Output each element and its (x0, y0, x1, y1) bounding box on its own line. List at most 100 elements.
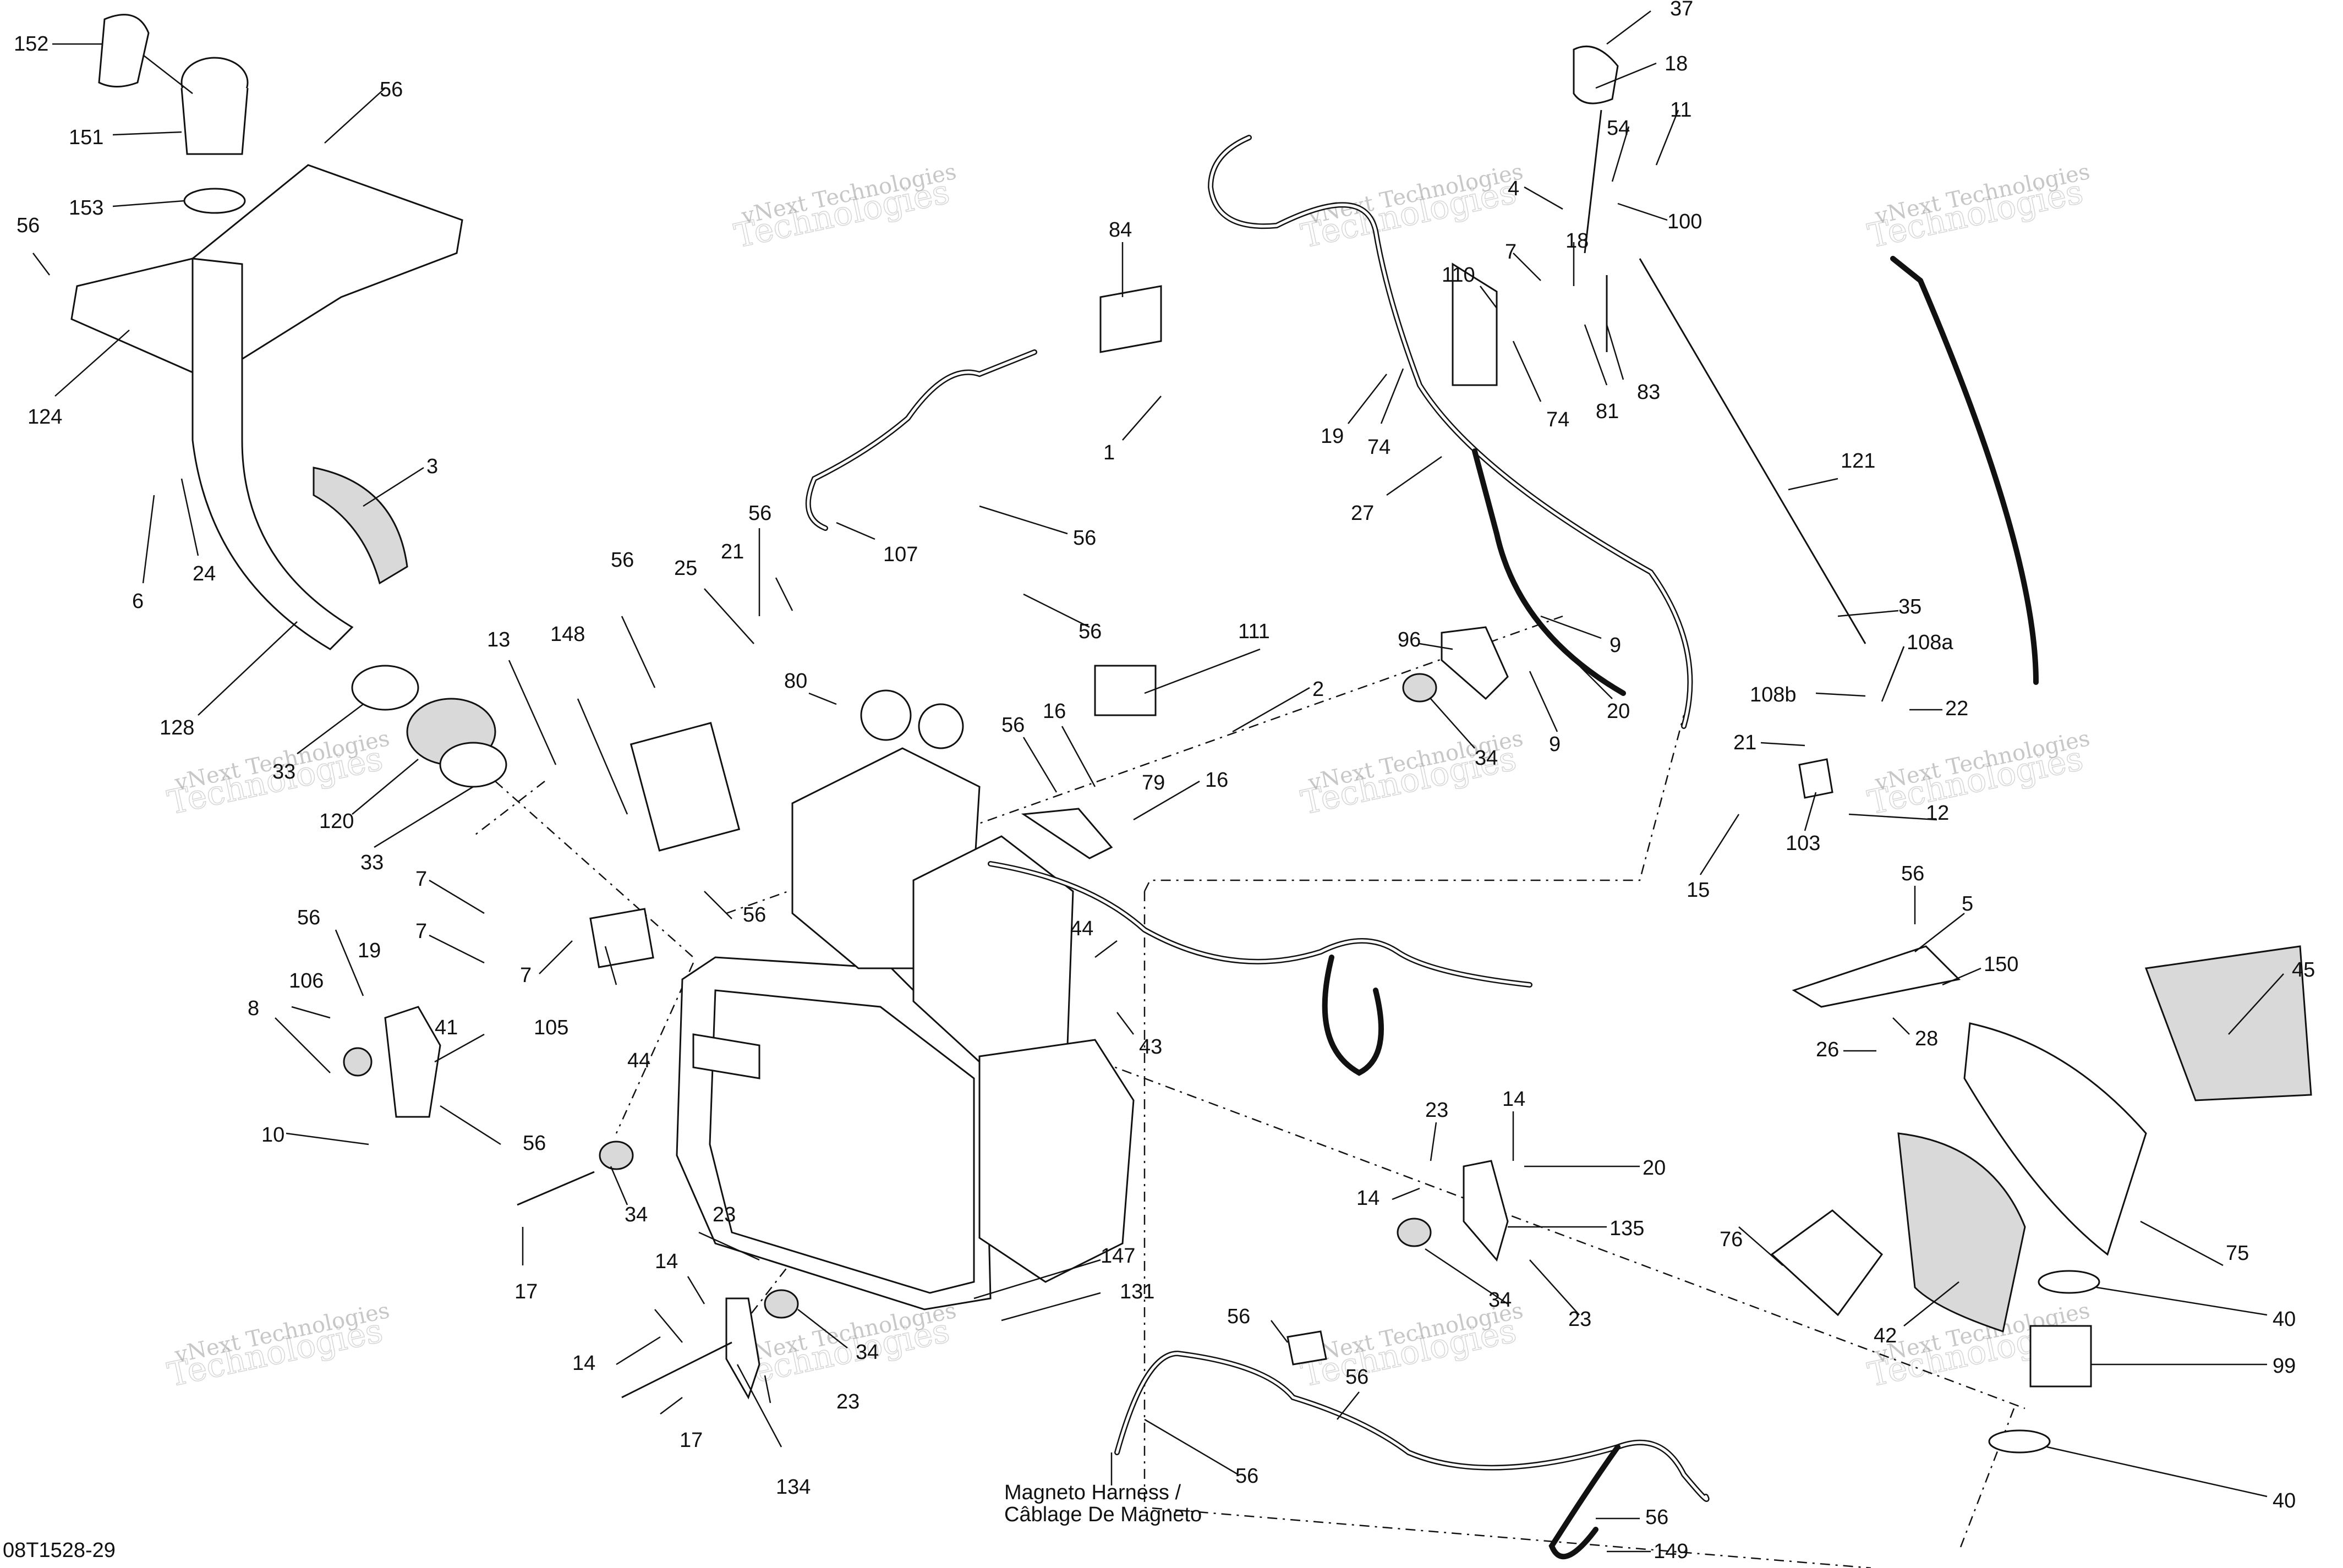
engine-logo-plate (692, 1033, 760, 1079)
callout-24: 24 (193, 562, 216, 585)
engine-block (629, 689, 1135, 1311)
intake-boot-body (180, 87, 249, 155)
coil-105 (589, 908, 654, 968)
bracket-5 (1792, 945, 1961, 1008)
engine-mount-96 (1441, 626, 1509, 700)
callout-12: 12 (1926, 802, 1949, 825)
solenoid-111 (1094, 665, 1157, 716)
air-intake-assembly (70, 14, 507, 788)
intake-tube-3 (313, 467, 408, 585)
bracket-79 (1021, 808, 1113, 859)
callout-56: 56 (1073, 527, 1096, 550)
callout-4: 4 (1508, 177, 1519, 200)
callout-43: 43 (1139, 1035, 1162, 1059)
engine-cvt-cover (709, 989, 975, 1294)
callout-23: 23 (836, 1390, 860, 1413)
callout-110: 110 (1442, 264, 1475, 287)
callout-7: 7 (520, 964, 532, 987)
callout-75: 75 (2226, 1242, 2249, 1265)
intake-cap-152 (98, 14, 150, 87)
callout-7: 7 (1505, 240, 1517, 264)
callout-106: 106 (289, 969, 324, 993)
callout-108a: 108a (1907, 631, 1953, 654)
callout-54: 54 (1607, 117, 1630, 140)
clamp-33 (351, 665, 419, 711)
magneto-harness-label-line2: Câblage De Magneto (1004, 1503, 1202, 1526)
callout-56: 56 (1235, 1465, 1258, 1488)
callout-56: 56 (17, 214, 40, 237)
dipstick-121 (1639, 258, 1866, 644)
callout-23: 23 (713, 1203, 736, 1226)
callout-41: 41 (435, 1016, 458, 1039)
drawing-id: 08T1528-29 (3, 1539, 116, 1562)
callout-56: 56 (380, 78, 403, 101)
callout-134: 134 (776, 1476, 811, 1499)
callout-25: 25 (674, 557, 697, 580)
callout-74: 74 (1546, 408, 1569, 431)
damper-34b (764, 1289, 799, 1319)
damper-34d (1397, 1218, 1432, 1247)
callout-34: 34 (856, 1341, 879, 1364)
callout-80: 80 (784, 670, 807, 693)
heat-shield-45 (2144, 945, 2312, 1101)
throttle-body (860, 689, 912, 741)
notes: Magneto Harness / Câblage De Magneto 08T… (3, 1481, 1202, 1562)
callout-26: 26 (1816, 1038, 1839, 1061)
callout-16: 16 (1043, 700, 1066, 723)
callout-96: 96 (1398, 628, 1421, 651)
callout-28: 28 (1915, 1027, 1938, 1050)
callout-56: 56 (743, 903, 766, 926)
callout-107: 107 (883, 543, 918, 566)
callout-103: 103 (1786, 832, 1820, 855)
callout-1: 1 (1103, 441, 1115, 464)
callout-22: 22 (1945, 697, 1968, 720)
bolt-17b (621, 1341, 732, 1399)
leader-lines (32, 10, 2284, 1553)
engine-transmission (978, 1039, 1135, 1283)
callout-128: 128 (160, 716, 194, 739)
shift-lever-100 (1584, 109, 1602, 254)
callout-99: 99 (2273, 1355, 2296, 1378)
callout-44: 44 (627, 1049, 650, 1072)
callout-152: 152 (14, 32, 48, 56)
callout-21: 21 (721, 540, 744, 563)
callout-20: 20 (1607, 700, 1630, 723)
callout-19: 19 (1321, 425, 1344, 448)
callout-56: 56 (523, 1132, 546, 1155)
callout-14: 14 (1356, 1187, 1379, 1210)
throttle-body-2 (918, 703, 964, 749)
callout-37: 37 (1670, 0, 1693, 20)
cables (805, 135, 2039, 1560)
callout-5: 5 (1962, 892, 1973, 915)
callout-23: 23 (1568, 1308, 1591, 1331)
callout-17: 17 (514, 1280, 538, 1303)
engine-mount-41 (384, 1006, 441, 1118)
clamp-33b (439, 742, 507, 788)
callout-40: 40 (2273, 1308, 2296, 1331)
callout-6: 6 (132, 590, 144, 613)
bolt-17a (517, 1171, 595, 1206)
callout-45: 45 (2292, 958, 2315, 982)
callout-23: 23 (1425, 1099, 1448, 1122)
callout-56: 56 (611, 549, 634, 572)
muffler-99 (2029, 1325, 2092, 1388)
callout-18: 18 (1665, 52, 1688, 75)
callout-2: 2 (1312, 678, 1324, 701)
callout-153: 153 (69, 196, 103, 220)
exhaust-manifold-76 (1770, 1209, 1884, 1317)
callout-17: 17 (680, 1429, 703, 1452)
callout-14: 14 (1502, 1088, 1525, 1111)
callout-56: 56 (1227, 1305, 1250, 1328)
callout-56: 56 (748, 502, 771, 525)
callout-20: 20 (1643, 1156, 1666, 1180)
callout-56: 56 (297, 906, 320, 929)
callout-40: 40 (2273, 1489, 2296, 1512)
callout-13: 13 (487, 628, 510, 651)
callout-81: 81 (1596, 400, 1619, 423)
sensor-84 (1099, 285, 1162, 353)
callout-33: 33 (360, 851, 384, 874)
callout-16: 16 (1205, 769, 1228, 792)
callout-124: 124 (28, 405, 62, 429)
damper-34a (599, 1141, 634, 1170)
callout-34: 34 (1475, 747, 1498, 770)
